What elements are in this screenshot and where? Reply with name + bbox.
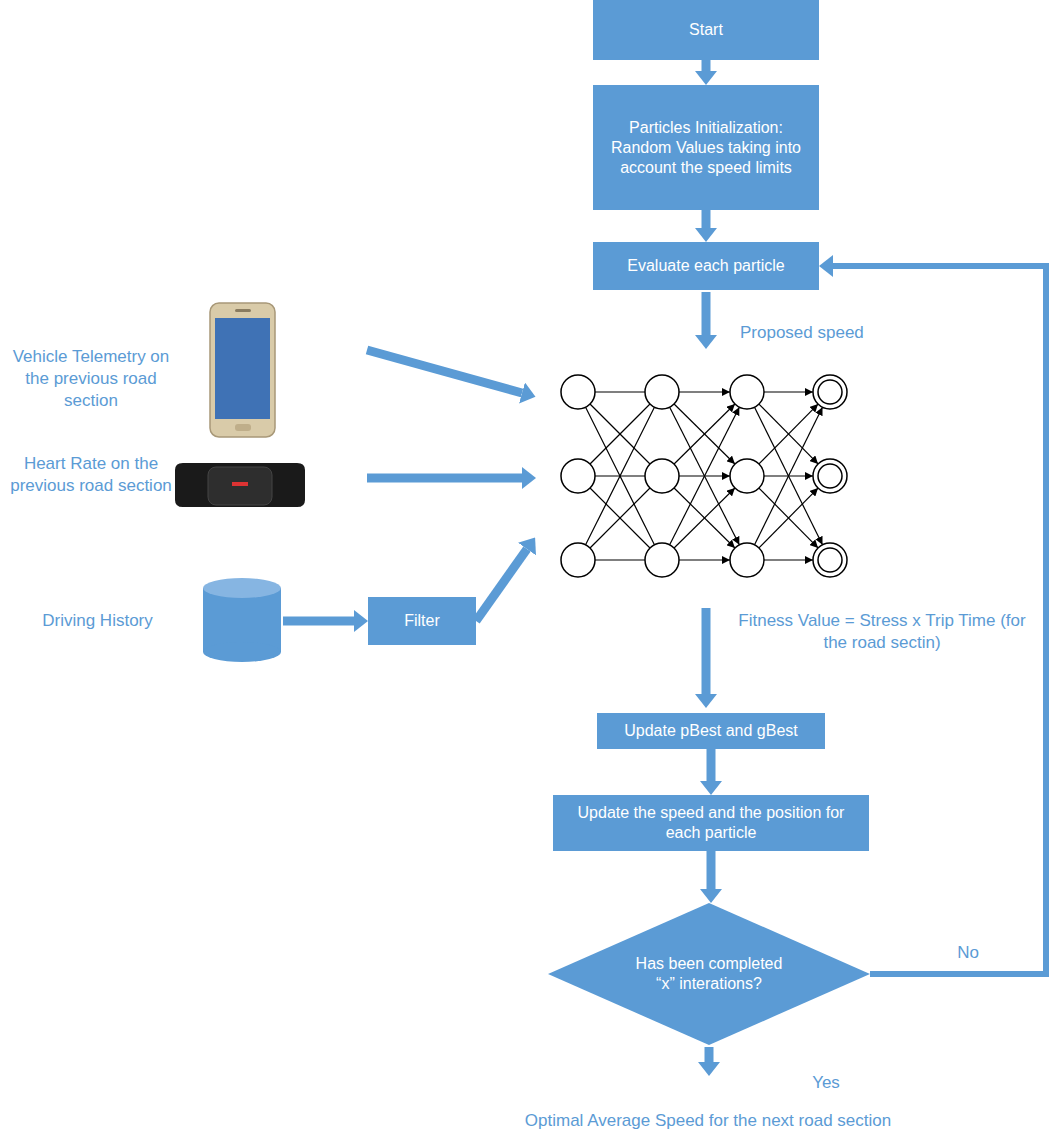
branch-label: No bbox=[954, 942, 982, 964]
flow-connector bbox=[702, 210, 711, 228]
output-ring bbox=[818, 380, 842, 404]
output-ring bbox=[818, 548, 842, 572]
node-text: Start bbox=[689, 20, 723, 40]
process-box: Update the speed and the position for ea… bbox=[553, 795, 869, 851]
terminal-box: Start bbox=[593, 0, 819, 60]
decision-diamond: Has been completed “x” interations? bbox=[548, 903, 870, 1045]
network-neuron bbox=[561, 375, 595, 409]
flow-connector bbox=[702, 60, 711, 71]
telemetry-arrow bbox=[367, 350, 522, 393]
network-neuron bbox=[645, 543, 679, 577]
yes-arrow bbox=[705, 1047, 714, 1062]
network-link bbox=[759, 488, 818, 548]
process-box: Update pBest and gBest bbox=[597, 713, 825, 749]
network-neuron bbox=[813, 543, 847, 577]
branch-label: Yes bbox=[806, 1072, 846, 1094]
network-link bbox=[674, 488, 735, 548]
cylinder-bottom bbox=[203, 642, 281, 662]
process-box: Particles Initialization: Random Values … bbox=[593, 85, 819, 210]
node-text: Evaluate each particle bbox=[627, 256, 784, 276]
network-link bbox=[586, 407, 655, 545]
heart-strap-icon bbox=[175, 463, 305, 507]
network-neuron bbox=[561, 543, 595, 577]
network-link bbox=[764, 391, 813, 392]
network-link bbox=[670, 407, 740, 545]
phone-icon bbox=[210, 303, 275, 437]
network-link bbox=[670, 407, 740, 545]
network-neuron bbox=[730, 459, 764, 493]
network-neuron bbox=[730, 375, 764, 409]
network-neuron bbox=[561, 459, 595, 493]
node-text: Particles Initialization: Random Values … bbox=[603, 118, 809, 178]
node-text: Update pBest and gBest bbox=[624, 721, 797, 741]
input-label: Heart Rate on the previous road section bbox=[8, 453, 174, 497]
network-neuron bbox=[813, 459, 847, 493]
phone-body bbox=[210, 303, 275, 437]
flow-label: Fitness Value = Stress x Trip Time (for … bbox=[736, 610, 1028, 654]
flow-label: Proposed speed bbox=[740, 322, 900, 344]
network-link bbox=[586, 407, 655, 545]
node-text: Has been completed “x” interations? bbox=[630, 954, 788, 994]
filter-box: Filter bbox=[368, 597, 476, 645]
diamond-shape bbox=[548, 903, 870, 1045]
diamond-outline bbox=[548, 903, 870, 1045]
proposed-speed-arrow bbox=[702, 292, 711, 335]
network-link bbox=[590, 488, 650, 548]
strap-logo bbox=[232, 482, 248, 486]
phone-button bbox=[235, 424, 251, 431]
heart-rate-arrow bbox=[367, 474, 522, 483]
neural-network bbox=[561, 375, 847, 577]
cylinder-top bbox=[203, 578, 281, 598]
network-link bbox=[764, 559, 813, 560]
network-link bbox=[595, 559, 645, 560]
flow-connector bbox=[707, 851, 716, 889]
network-link bbox=[679, 559, 730, 560]
phone-speaker bbox=[235, 309, 251, 312]
history-arrow bbox=[283, 617, 354, 626]
input-label: Driving History bbox=[20, 610, 175, 632]
output-label: Optimal Average Speed for the next road … bbox=[478, 1110, 938, 1132]
strap-pod bbox=[208, 467, 272, 505]
database-icon bbox=[203, 578, 281, 662]
output-ring bbox=[818, 464, 842, 488]
strap-band bbox=[175, 463, 305, 507]
fitness-arrow bbox=[702, 608, 711, 694]
filter-arrow bbox=[476, 549, 527, 621]
process-box: Evaluate each particle bbox=[593, 242, 819, 290]
network-link bbox=[679, 391, 730, 392]
node-text: Filter bbox=[404, 611, 440, 631]
node-text: Update the speed and the position for ea… bbox=[563, 803, 859, 843]
input-label: Vehicle Telemetry on the previous road s… bbox=[8, 346, 174, 412]
network-neuron bbox=[645, 459, 679, 493]
network-link bbox=[595, 391, 645, 392]
network-neuron bbox=[813, 375, 847, 409]
flow-connector bbox=[707, 749, 716, 781]
phone-screen bbox=[215, 318, 270, 419]
network-neuron bbox=[645, 375, 679, 409]
network-neuron bbox=[730, 543, 764, 577]
